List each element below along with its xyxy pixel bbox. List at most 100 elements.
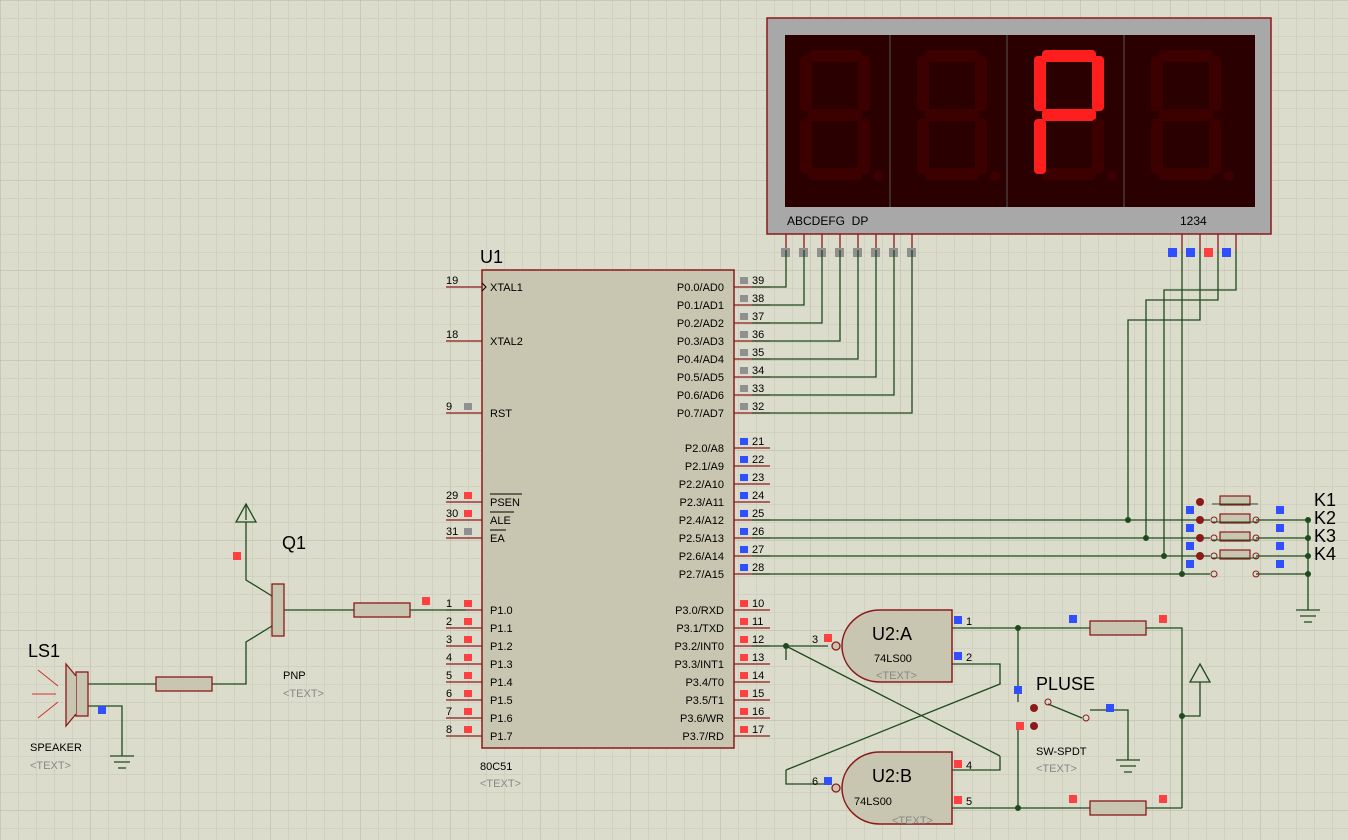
u2a-pin3-probe [824,634,832,642]
speaker-resistor[interactable] [155,676,213,692]
probe [1069,615,1077,623]
u1-pin-number: 24 [752,490,764,502]
junction [1179,571,1185,577]
u2a-part: 74LS00 [874,653,912,665]
u1-pin-number: 8 [446,724,452,736]
key-node [1210,534,1218,542]
seven-segment-display[interactable]: ABCDEFG DP 1234 [766,17,1272,257]
segment-a [1042,50,1096,62]
segment-d [808,168,862,180]
digit-pin-probe [1204,248,1213,257]
key-label: K4 [1314,544,1336,564]
key-k2[interactable]: K2 [1186,508,1336,542]
segment-f [917,56,929,111]
ls1-type: SPEAKER [30,742,82,754]
u2a-text: <TEXT> [876,670,917,682]
ground-icon [110,755,134,769]
u1-pin-number: 35 [752,347,764,359]
u1-pin-number: 28 [752,562,764,574]
u1-pin-probe [740,600,748,607]
u1-pin-number: 1 [446,598,452,610]
segment-c [1209,119,1221,174]
segment-g [1042,109,1096,121]
u1-pin-name: P2.1/A9 [685,461,724,473]
key-probe [1186,506,1194,514]
u1-pin-number: 34 [752,365,764,377]
u1-pin-number: 4 [446,652,452,664]
u2b-nand-gate[interactable]: U2:B 74LS00 <TEXT> 4 5 6 [812,751,972,827]
probe [1106,704,1114,712]
u1-microcontroller[interactable]: U1 80C51 <TEXT> 19XTAL118XTAL29RST29PSEN… [446,247,770,790]
u1-pin-number: 21 [752,436,764,448]
ls1-probe [98,706,106,714]
u1-pin-probe [740,564,748,571]
u1-pin-name: P2.3/A11 [680,497,724,509]
pullup-resistor-bottom[interactable] [1089,800,1147,816]
digit-4 [1151,50,1234,181]
u1-pins: 19XTAL118XTAL29RST29PSEN30ALE31EA1P1.02P… [446,275,770,743]
u1-pin-name: P3.6/WR [680,713,724,725]
u1-pin-name: P0.3/AD3 [677,336,724,348]
u1-text: <TEXT> [480,778,521,790]
junction [1179,713,1185,719]
u1-pin-probe [740,510,748,517]
segment-a [1159,50,1213,62]
u1-pin-name: P1.4 [490,677,513,689]
u1-pin-number: 32 [752,401,764,413]
q1-ref: Q1 [282,533,306,553]
key-probe [1276,542,1284,550]
u1-pin-probe [464,690,472,697]
key-k3[interactable]: K3 [1186,526,1336,560]
u1-pin-name: PSEN [490,497,520,509]
key-probe [1186,560,1194,568]
u1-pin-probe [740,295,748,302]
switch-node [1082,714,1090,722]
u2a-pin1-probe [954,616,962,624]
u1-pin-number: 25 [752,508,764,520]
base-resistor[interactable] [353,602,411,618]
key-cap [1219,495,1251,506]
u1-pin-name: P2.5/A13 [679,533,724,545]
u1-pin-probe [740,349,748,356]
u2a-ref: U2:A [872,624,912,644]
u1-pin-number: 38 [752,293,764,305]
u1-pin-probe [740,403,748,410]
u2a-bubble [831,641,841,651]
u1-pin-name: EA [490,533,505,545]
u2a-nand-gate[interactable]: U2:A 74LS00 <TEXT> 1 2 3 [812,609,972,683]
key-k1[interactable]: K1 [1186,490,1336,524]
u2b-pin4-probe [954,760,962,768]
key-cap [1219,513,1251,524]
key-label: K2 [1314,508,1336,528]
junction [1015,805,1021,811]
u1-pin-name: P1.5 [490,695,513,707]
digit-pin-probe [1168,248,1177,257]
ls1-speaker[interactable]: LS1 SPEAKER <TEXT> [28,641,134,772]
u1-pin-probe [740,385,748,392]
junction [1305,571,1311,577]
junction [783,643,789,649]
ls1-text: <TEXT> [30,760,71,772]
u1-pin-probe [740,367,748,374]
u1-pin-number: 10 [752,598,764,610]
u1-pin-name: P0.1/AD1 [677,300,724,312]
u2b-body [841,751,953,825]
probe [1159,795,1167,803]
q1-transistor[interactable]: Q1 PNP <TEXT> [233,502,324,700]
pullup-resistor-top[interactable] [1089,620,1147,636]
u1-pin-probe [740,313,748,320]
u1-pin-probe [740,492,748,499]
digit-1 [800,50,883,181]
probe [1159,615,1167,623]
u1-pin-name: P3.2/INT0 [674,641,724,653]
u1-pin-number: 11 [752,616,763,628]
key-node [1196,516,1204,524]
u2a-pin3: 3 [812,634,818,646]
digit-pin-label: 1234 [1180,214,1207,228]
u1-pin-probe [740,474,748,481]
key-k4[interactable]: K4 [1186,544,1336,578]
pluse-switch[interactable]: PLUSE SW-SPDT <TEXT> [1014,674,1140,775]
ground-icon [1296,609,1320,623]
